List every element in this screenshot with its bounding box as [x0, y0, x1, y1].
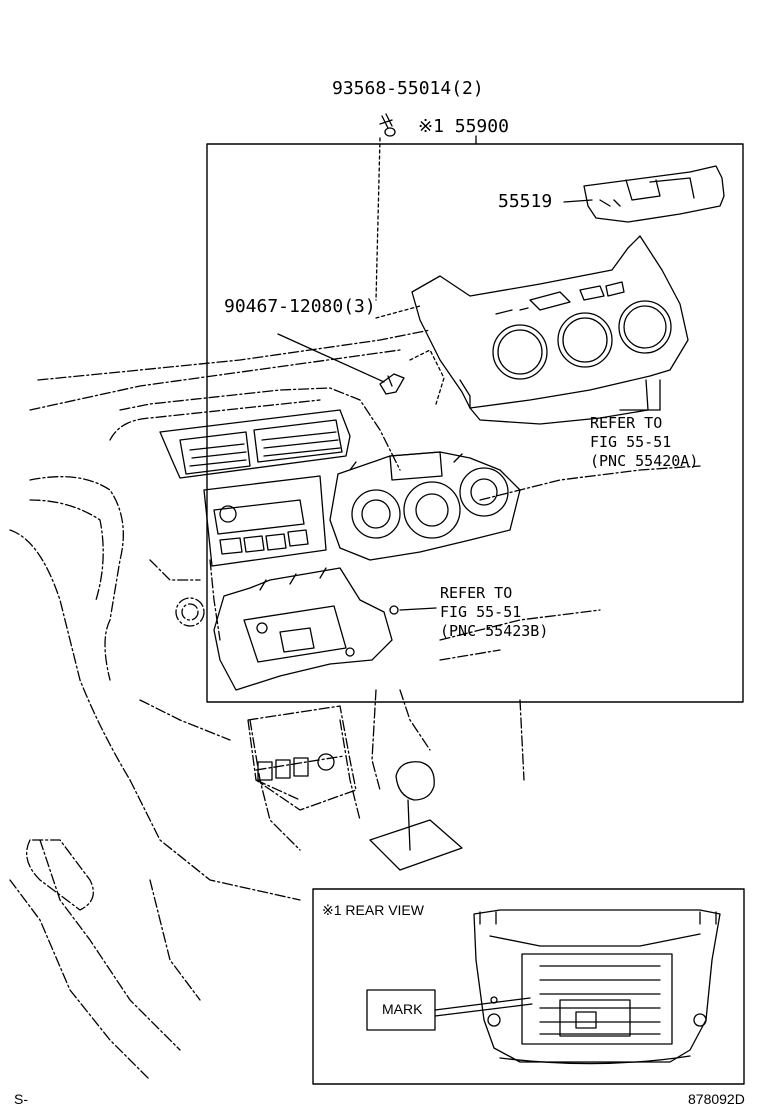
mark-label: MARK — [382, 1001, 423, 1017]
air-vent-icon — [159, 409, 351, 479]
refer1-line3: (PNC 55420A) — [590, 452, 699, 470]
panel-leader — [563, 199, 593, 203]
refer2-line2: FIG 55-51 — [440, 603, 522, 621]
dashboard-outline — [9, 329, 701, 1081]
assembly-part-label: ※1 55900 — [418, 116, 509, 137]
bolt-icon — [379, 113, 396, 137]
control-unit-icon — [329, 451, 521, 561]
rear-view-frame — [312, 888, 745, 1085]
console-outline — [247, 705, 357, 811]
rear-view-unit-icon — [473, 909, 721, 1065]
refer2-line1: REFER TO — [440, 584, 513, 602]
panel-part-label: 55519 — [498, 191, 553, 212]
refer2-line3: (PNC 55423B) — [440, 622, 549, 640]
audio-unit-icon — [203, 475, 327, 567]
shift-lever-icon — [369, 761, 463, 871]
corner-left-label: S- — [14, 1091, 28, 1107]
clip-part-label: 90467-12080(3) — [224, 296, 376, 317]
refer2-leader — [399, 607, 437, 611]
bolt-dashed-line — [375, 137, 381, 301]
clip-leader — [277, 333, 385, 383]
bracket-icon — [213, 567, 399, 691]
rear-view-title: ※1 REAR VIEW — [322, 902, 424, 918]
heater-bezel-icon — [411, 235, 689, 425]
refer1-line1: REFER TO — [590, 414, 663, 432]
bolt-part-label: 93568-55014(2) — [332, 78, 484, 99]
assembly-frame — [206, 143, 744, 703]
refer1-line2: FIG 55-51 — [590, 433, 672, 451]
clip-icon — [379, 373, 405, 395]
drawing-number: 878092D — [688, 1091, 745, 1107]
console-switch-icon — [257, 753, 335, 781]
panel-55519-icon — [583, 165, 725, 223]
